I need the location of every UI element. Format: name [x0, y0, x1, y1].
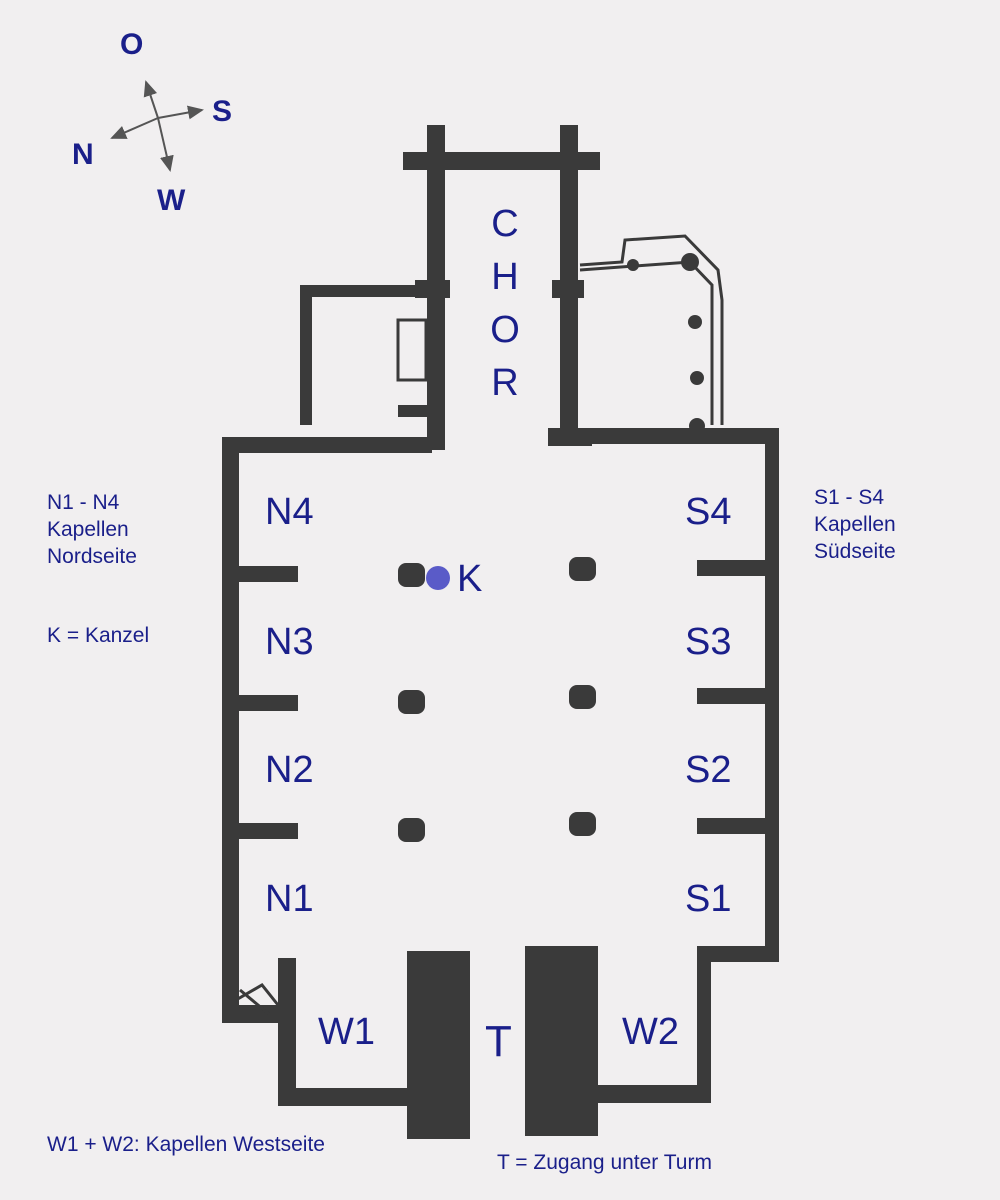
- south-sacristy-inner: [579, 260, 714, 425]
- west-chapels-legend: W1 + W2: Kapellen Westseite: [47, 1133, 325, 1156]
- compass-west-label: W: [157, 184, 186, 217]
- compass-axis-ns: [110, 117, 159, 139]
- legend-line: N1 - N4: [47, 491, 120, 514]
- chapel-s3-label: S3: [685, 621, 732, 663]
- nave-pillar: [398, 563, 425, 587]
- choir-label: C H O R: [485, 205, 525, 417]
- compass-axis-ns: [157, 105, 204, 120]
- sacristy-column: [681, 253, 699, 271]
- choir-letter: R: [491, 362, 519, 404]
- nave-north-top-wall: [232, 437, 432, 453]
- kanzel-legend: K = Kanzel: [47, 624, 150, 647]
- tower-south-pier: [525, 946, 598, 1136]
- north-west-corner: [222, 1005, 292, 1023]
- south-divider: [697, 688, 772, 704]
- choir-letter: O: [490, 309, 520, 351]
- chapel-n4-label: N4: [265, 491, 314, 533]
- nave-pillar: [569, 812, 596, 836]
- nave-pillar: [569, 557, 596, 581]
- nave-south-top-wall: [548, 428, 773, 444]
- compass-rose: [110, 80, 204, 172]
- north-divider: [232, 566, 298, 582]
- sacristy-column: [690, 371, 704, 385]
- south-west-step: [697, 946, 711, 1101]
- compass-north-label: N: [72, 138, 94, 171]
- chapel-w1-label: W1: [318, 1011, 375, 1053]
- compass-south-label: S: [212, 95, 233, 128]
- legend-line: Nordseite: [47, 544, 137, 568]
- south-chapels-legend: S1 - S4 Kapellen Südseite: [814, 485, 896, 566]
- nave-pillar: [398, 818, 425, 842]
- chapel-n1-label: N1: [265, 878, 314, 920]
- choir-letter: H: [491, 256, 519, 298]
- chapel-w2-label: W2: [622, 1011, 679, 1053]
- south-sacristy: [579, 234, 724, 425]
- west-stair: [235, 983, 280, 1017]
- north-divider: [232, 823, 298, 839]
- legend-line: Südseite: [814, 539, 896, 563]
- nave-pillar: [569, 685, 596, 709]
- chapel-s1-label: S1: [685, 878, 732, 920]
- sacristy-column: [688, 315, 702, 329]
- south-divider: [697, 560, 772, 576]
- choir-south-buttress: [552, 280, 584, 298]
- chapel-s4-label: S4: [685, 491, 732, 533]
- choir-letter: C: [491, 203, 519, 245]
- choir-top-wall: [403, 152, 600, 170]
- north-divider: [232, 695, 298, 711]
- tower-label: T: [485, 1017, 512, 1066]
- nave-north-wall: [222, 437, 239, 1022]
- legend-line: Kapellen: [814, 512, 896, 536]
- sacristy-wall: [398, 405, 428, 417]
- north-sacristy: [300, 285, 430, 425]
- chapel-n2-label: N2: [265, 749, 314, 791]
- chapel-s2-label: S2: [685, 749, 732, 791]
- pulpit-label: K: [457, 558, 483, 600]
- pulpit-marker: [426, 566, 450, 590]
- tower-legend: T = Zugang unter Turm: [497, 1151, 712, 1174]
- tower-north-pier: [407, 951, 470, 1139]
- legend-line: S1 - S4: [814, 486, 885, 509]
- south-divider: [697, 818, 772, 834]
- west-north-wall: [278, 958, 296, 1098]
- compass-axis-ow: [157, 117, 174, 172]
- west-bottom-wall-left: [278, 1088, 408, 1106]
- chapel-n3-label: N3: [265, 621, 314, 663]
- west-bottom-wall-right: [598, 1085, 711, 1103]
- compass-axis-ow: [143, 80, 159, 119]
- sacristy-column: [627, 259, 639, 271]
- north-chapels-legend: N1 - N4 Kapellen Nordseite: [47, 490, 137, 571]
- legend-line: Kapellen: [47, 517, 129, 541]
- nave-pillar: [398, 690, 425, 714]
- compass-east-label: O: [120, 28, 144, 61]
- sacristy-stair: [396, 318, 428, 382]
- south-west-step: [697, 946, 779, 962]
